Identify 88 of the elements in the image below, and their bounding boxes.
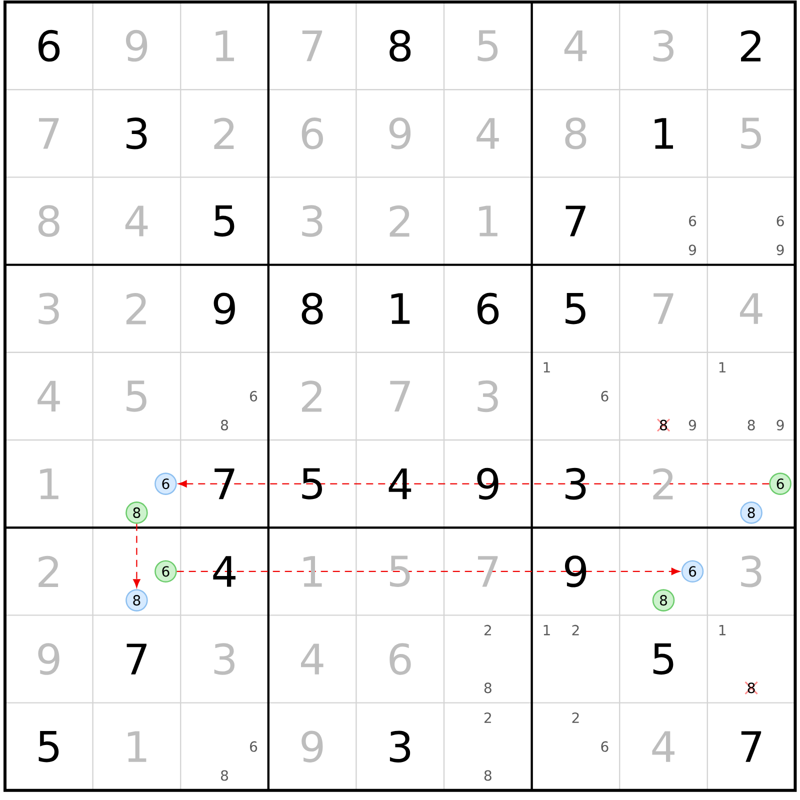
solved-digit: 4 <box>652 731 674 762</box>
solved-digit: 2 <box>214 118 234 149</box>
given-digit: 9 <box>477 468 498 500</box>
given-digit: 9 <box>214 292 235 324</box>
given-digit: 7 <box>566 206 586 236</box>
candidate-digit: 6 <box>689 216 696 226</box>
given-digit: 6 <box>38 30 60 62</box>
solved-digit: 1 <box>304 556 322 587</box>
candidate-digit: 8 <box>484 770 492 781</box>
solved-digit: 4 <box>476 118 499 149</box>
solved-digit: 1 <box>479 206 498 236</box>
solved-digit: 5 <box>478 30 498 62</box>
candidate-digit: 2 <box>572 712 579 723</box>
solved-digit: 7 <box>390 380 410 412</box>
candidate-digit: 2 <box>572 624 579 636</box>
given-digit: 7 <box>126 644 146 674</box>
solved-digit: 9 <box>389 118 411 150</box>
solved-digit: 2 <box>390 205 410 237</box>
solved-digit: 4 <box>301 644 324 674</box>
candidate-digit: 1 <box>544 625 550 636</box>
candidate-digit: 1 <box>719 625 726 636</box>
solved-digit: 3 <box>38 292 59 324</box>
solved-digit: 2 <box>302 380 322 412</box>
solved-digit: 6 <box>302 118 324 150</box>
solved-digit: 8 <box>565 118 586 150</box>
candidate-digit: 2 <box>484 624 491 636</box>
eliminated-candidate: 8 <box>744 681 758 695</box>
solved-digit: 1 <box>216 30 234 62</box>
solved-digit: 4 <box>740 293 762 324</box>
solved-digit: 1 <box>40 468 58 500</box>
solved-digit: 9 <box>302 730 323 762</box>
solved-digit: 7 <box>39 118 59 149</box>
given-digit: 1 <box>391 293 410 324</box>
solved-digit: 3 <box>478 380 498 412</box>
solved-digit: 1 <box>128 731 146 762</box>
given-digit: 1 <box>654 118 673 149</box>
given-digit: 6 <box>477 292 499 324</box>
solved-digit: 4 <box>564 30 587 62</box>
solved-digit: 8 <box>38 205 60 237</box>
given-digit: 7 <box>214 468 234 500</box>
solved-digit: 3 <box>741 556 762 588</box>
solved-digit: 6 <box>390 643 411 675</box>
given-digit: 8 <box>390 30 411 62</box>
candidate-digit: 9 <box>688 244 696 256</box>
candidate-digit: 9 <box>776 420 784 430</box>
given-digit: 2 <box>741 30 760 62</box>
candidate-digit: 1 <box>719 362 726 372</box>
candidate-digit: 6 <box>601 390 608 402</box>
candidate-digit: 8 <box>748 420 755 430</box>
candidate-digit: 6 <box>601 741 608 752</box>
chain-arrow <box>176 568 680 575</box>
given-digit: 9 <box>565 556 586 588</box>
given-digit: 5 <box>38 731 59 762</box>
candidate-digit: 8 <box>484 682 492 694</box>
eliminated-candidate: 8 <box>656 418 670 432</box>
given-digit: 5 <box>302 468 322 500</box>
given-digit: 3 <box>390 730 410 762</box>
solved-digit: 3 <box>302 205 322 237</box>
candidate-digit: 6 <box>776 216 784 226</box>
chain-arrow <box>133 524 140 588</box>
solved-digit: 9 <box>126 30 148 62</box>
candidate-digit: 9 <box>776 244 784 256</box>
solved-digit: 9 <box>38 643 60 675</box>
solved-digit: 4 <box>125 206 148 236</box>
given-digit: 5 <box>214 205 234 237</box>
given-digit: 7 <box>741 731 762 762</box>
solved-digit: 3 <box>653 30 674 62</box>
solved-digit: 7 <box>302 30 322 62</box>
candidate-digit: 2 <box>484 712 491 723</box>
given-digit: 5 <box>566 293 586 324</box>
chain-arrow <box>178 480 770 488</box>
solved-digit: 2 <box>126 293 146 324</box>
solved-digit: 4 <box>38 380 60 412</box>
given-digit: 3 <box>126 118 147 150</box>
solved-digit: 7 <box>654 293 674 324</box>
given-digit: 5 <box>653 643 674 675</box>
given-digit: 8 <box>302 292 323 324</box>
candidate-digit: 9 <box>688 420 696 430</box>
solved-digit: 5 <box>741 118 761 149</box>
solved-digit: 3 <box>214 643 234 675</box>
candidate-digit: 6 <box>250 390 258 402</box>
given-digit: 3 <box>566 468 586 500</box>
candidate-digit: 6 <box>250 741 258 752</box>
solved-digit: 5 <box>126 380 146 412</box>
solved-digit: 2 <box>38 556 58 587</box>
candidate-digit: 1 <box>544 362 550 372</box>
candidate-digit: 8 <box>221 770 228 781</box>
candidate-digit: 8 <box>221 420 228 430</box>
